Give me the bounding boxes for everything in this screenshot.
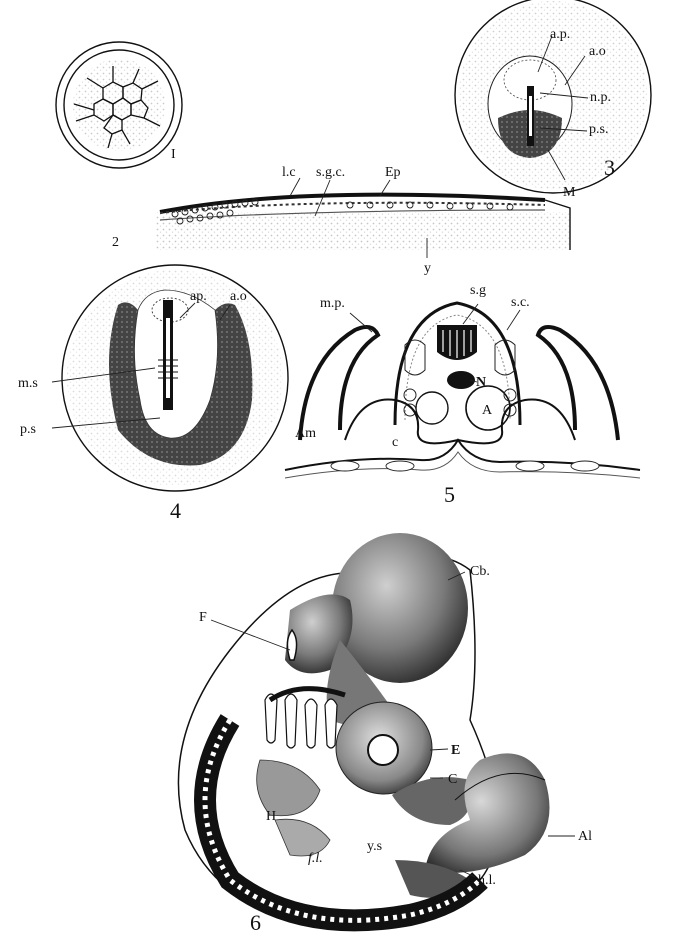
label-cb: Cb. bbox=[470, 564, 490, 579]
label-a-p-3: a.p. bbox=[550, 27, 570, 42]
label-n: N bbox=[476, 375, 486, 390]
label-m-p: m.p. bbox=[320, 296, 345, 311]
figure-2-number: 2 bbox=[112, 235, 119, 250]
figure-5: m.p. s.g s.c. N A Am c 5 bbox=[285, 283, 640, 507]
label-ep: Ep bbox=[385, 165, 401, 180]
label-am: Am bbox=[295, 426, 316, 441]
label-s-g-c: s.g.c. bbox=[316, 165, 345, 180]
label-a-o-4: a.o bbox=[230, 289, 247, 304]
figure-3: a.p. a.o n.p. p.s. M 3 bbox=[455, 0, 651, 200]
figure-3-number: 3 bbox=[604, 155, 615, 180]
figure-1: I bbox=[56, 42, 182, 168]
figure-1-number: I bbox=[171, 147, 176, 162]
label-a-o-3: a.o bbox=[589, 44, 606, 59]
figure-6: Cb. F E C H f.l. y.s Al h.l. 6 bbox=[178, 533, 592, 935]
figure-6-number: 6 bbox=[250, 910, 261, 935]
label-s-c: s.c. bbox=[511, 295, 530, 310]
label-h: H bbox=[266, 809, 276, 824]
figure-5-number: 5 bbox=[444, 482, 455, 507]
label-m-s: m.s bbox=[18, 376, 38, 391]
label-f-l: f.l. bbox=[308, 851, 323, 866]
label-al: Al bbox=[578, 829, 592, 844]
label-f: F bbox=[199, 610, 207, 625]
label-m: M bbox=[563, 185, 576, 200]
label-p-s-4: p.s bbox=[20, 422, 36, 437]
figure-2: l.c s.g.c. Ep y 2 bbox=[112, 165, 570, 276]
label-y: y bbox=[424, 261, 431, 276]
label-c-6: C bbox=[448, 772, 457, 787]
label-y-s: y.s bbox=[367, 839, 382, 854]
label-p-s-3: p.s. bbox=[589, 122, 608, 137]
figure-4: ap. a.o m.s p.s 4 bbox=[18, 265, 288, 523]
figure-4-number: 4 bbox=[170, 498, 181, 523]
label-c-5: c bbox=[392, 435, 398, 450]
label-l-c: l.c bbox=[282, 165, 296, 180]
label-s-g: s.g bbox=[470, 283, 486, 298]
label-e: E bbox=[451, 743, 460, 758]
label-h-l: h.l. bbox=[478, 873, 496, 888]
label-a: A bbox=[482, 403, 493, 418]
label-ap-4: ap. bbox=[190, 289, 207, 304]
label-n-p: n.p. bbox=[590, 90, 611, 105]
